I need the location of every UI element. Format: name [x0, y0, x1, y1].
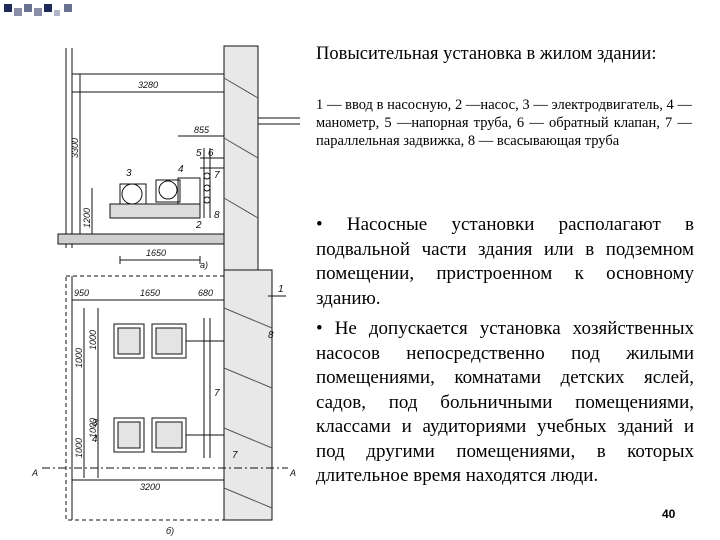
callout-7: 7	[214, 170, 220, 181]
page-number: 40	[662, 507, 676, 521]
callout-5: 5	[196, 148, 202, 159]
corner-decoration	[4, 4, 72, 16]
plan-left-dim: 950	[74, 288, 89, 298]
callout-2: 2	[195, 220, 202, 231]
slide-title: Повысительная установка в жилом здании:	[316, 44, 657, 64]
view-b-label: б)	[166, 526, 174, 536]
plan-v3-dim: 1000	[88, 418, 98, 438]
plan-bottom-dim: 3200	[140, 482, 160, 492]
dim-top-width: 3280	[138, 80, 158, 90]
plan-callout-3: 3	[92, 418, 98, 429]
callout-4: 4	[178, 164, 184, 175]
callout-3: 3	[126, 168, 132, 179]
dim-floor-width: 1650	[146, 248, 166, 258]
dim-pump-offset: 855	[194, 125, 210, 135]
callout-6: 6	[208, 148, 214, 159]
plan-callout-7b: 7	[232, 450, 238, 461]
plan-callout-8: 8	[268, 330, 274, 341]
pump-installation-drawing: 3280 3300 1200 855 1650 а) 950 1650 680 …	[31, 45, 300, 536]
plan-v4-dim: 1000	[74, 438, 84, 458]
plan-callout-4: 4	[92, 434, 98, 445]
plan-v1-dim: 1000	[74, 348, 84, 368]
plan-right-dim: 680	[198, 288, 213, 298]
plan-v2-dim: 1000	[88, 330, 98, 350]
section-a-right: А	[289, 468, 296, 478]
bullet-item: • Насосные установки располагают в подва…	[316, 214, 694, 309]
view-a-label: а)	[200, 260, 208, 270]
figure-caption: 1 — ввод в насосную, 2 —насос, 3 — элект…	[316, 97, 692, 149]
plan-width-dim: 1650	[140, 288, 160, 298]
plan-callout-7: 7	[214, 388, 220, 399]
dim-base-height: 1200	[82, 208, 92, 228]
dim-room-height: 3300	[70, 138, 80, 158]
section-a-left: А	[31, 468, 38, 478]
callout-8: 8	[214, 210, 220, 221]
bullet-item: • Не допускается установка хозяйственных…	[316, 318, 694, 486]
plan-callout-1: 1	[278, 284, 284, 295]
